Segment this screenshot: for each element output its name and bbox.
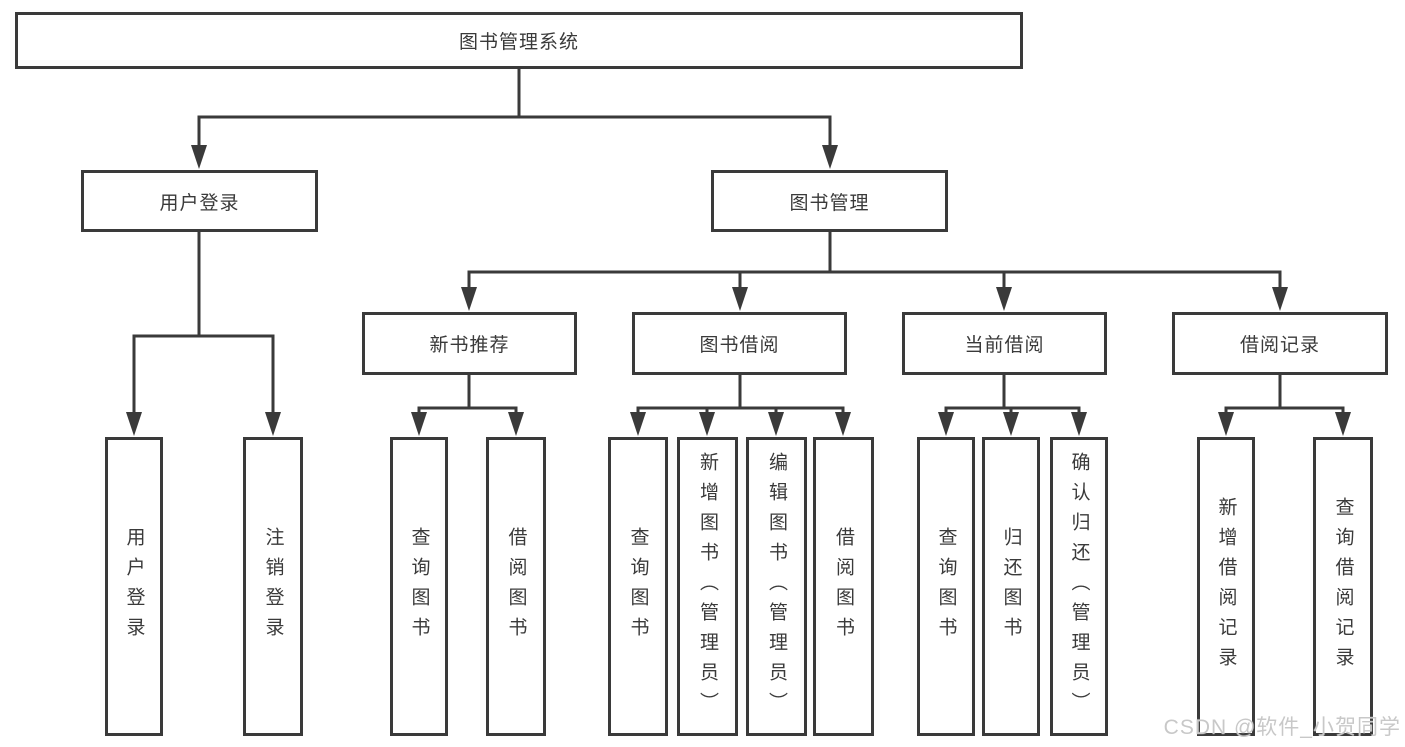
leaf-nb-query-books: 查询图书 xyxy=(390,437,448,736)
node-user-login: 用户登录 xyxy=(81,170,318,232)
leaf-bb-borrow-books: 借阅图书 xyxy=(813,437,874,736)
leaf-bb-query-books: 查询图书 xyxy=(608,437,668,736)
node-new-book-recommend: 新书推荐 xyxy=(362,312,577,375)
leaf-user-login: 用户登录 xyxy=(105,437,163,736)
node-book-borrowing: 图书借阅 xyxy=(632,312,847,375)
leaf-cb-return-books: 归还图书 xyxy=(982,437,1040,736)
leaf-cb-confirm-return-admin: 确认归还（管理员） xyxy=(1050,437,1108,736)
leaf-bb-add-books-admin: 新增图书（管理员） xyxy=(677,437,738,736)
node-current-borrowing: 当前借阅 xyxy=(902,312,1107,375)
node-book-management: 图书管理 xyxy=(711,170,948,232)
leaf-bb-edit-books-admin: 编辑图书（管理员） xyxy=(746,437,807,736)
leaf-br-query-record: 查询借阅记录 xyxy=(1313,437,1373,736)
leaf-nb-borrow-books: 借阅图书 xyxy=(486,437,546,736)
node-root: 图书管理系统 xyxy=(15,12,1023,69)
leaf-logout-login: 注销登录 xyxy=(243,437,303,736)
node-borrowing-records: 借阅记录 xyxy=(1172,312,1388,375)
leaf-br-add-record: 新增借阅记录 xyxy=(1197,437,1255,736)
csdn-watermark: CSDN @软件_小贺同学 xyxy=(1163,716,1401,739)
leaf-cb-query-books: 查询图书 xyxy=(917,437,975,736)
